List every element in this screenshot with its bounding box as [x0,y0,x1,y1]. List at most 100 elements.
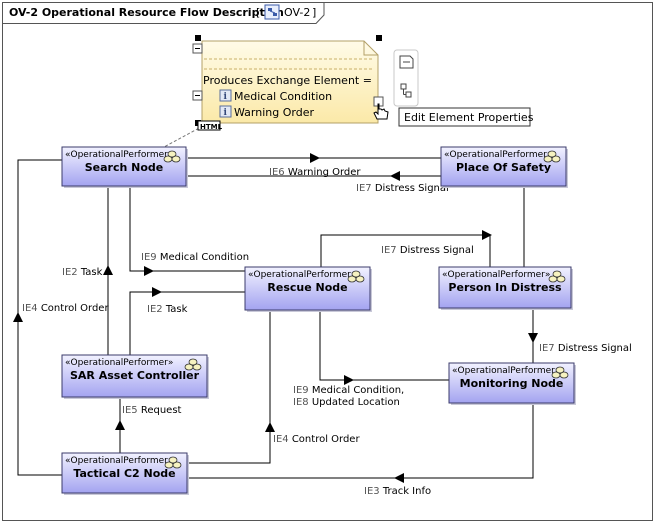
node-box [61,354,208,398]
label-ie6-code: IE6 [269,167,285,178]
arrow-ie5 [115,420,125,430]
label-ie4-rescue[interactable]: IE4 Control Order [273,434,360,445]
tooltip-text: Edit Element Properties [404,111,534,124]
diagram-title-tab [2,2,325,24]
operational-nodes: «OperationalPerformer»Search Node«Operat… [61,146,576,495]
flow-line-ie2-rescue[interactable] [129,291,245,355]
flow-line-ie4-rescue[interactable] [186,310,271,464]
flow-labels: IE6 Warning Order IE7 Distress Signal IE… [22,167,632,497]
arrow-ie6 [310,153,320,163]
label-ie3[interactable]: IE3 Track Info [364,486,431,497]
label-ie2-search-text: Task [80,267,103,278]
node-stereotype: «OperationalPerformer» [65,456,173,466]
ov2-diagram-icon [264,4,280,20]
label-ie4-search[interactable]: IE4 Control Order [22,303,109,314]
arrow-ie4-search [13,312,23,322]
node-box [61,146,187,187]
selection-handle-top-right[interactable] [376,35,382,41]
node-stereotype: «OperationalPerformer» [65,358,173,368]
label-ie3-code: IE3 [364,486,380,497]
hierarchy-icon[interactable] [400,83,412,98]
edit-properties-tooltip: Edit Element Properties [398,107,534,127]
operational-performer-icon [347,270,365,283]
node-box [61,452,188,494]
tactical-c2-node[interactable]: «OperationalPerformer»Tactical C2 Node [61,452,189,495]
label-ie9[interactable]: IE9 Medical Condition [141,252,249,263]
label-ie7-bottom-code: IE7 [539,343,555,354]
label-ie9-text: Medical Condition [160,252,249,263]
label-ie7-mid[interactable]: IE7 Distress Signal [381,245,474,256]
flow-line-ie9[interactable] [129,186,245,272]
label-ie9-code: IE9 [141,252,157,263]
label-ie5[interactable]: IE5 Request [122,405,182,416]
monitoring-node[interactable]: «OperationalPerformer»Monitoring Node [448,362,576,405]
operational-performer-icon [543,150,561,163]
svg-text:i: i [224,92,228,102]
exchange-note[interactable]: Produces Exchange Element = i Medical Co… [192,35,384,131]
label-ie6-text: Warning Order [288,167,362,178]
node-box [244,266,371,311]
label-ie8-text: Updated Location [312,397,400,408]
diagram-title: OV-2 Operational Resource Flow Descripti… [9,6,284,19]
label-ie2-rescue[interactable]: IE2 Task [147,304,188,315]
smart-manipulator-toolbar [393,49,419,107]
arrow-ie7-top [390,171,400,181]
label-ie8-code: IE8 [293,397,309,408]
arrow-ie9 [144,266,154,276]
label-ie9-code2: IE9 [293,385,309,396]
selection-handle-top-left[interactable] [195,35,201,41]
label-ie2-rescue-code: IE2 [147,304,163,315]
note-item-warning: Warning Order [234,106,314,119]
node-box [438,266,572,309]
svg-text:i: i [224,108,228,118]
note-item-icon: i [219,89,232,102]
flow-line-ie7-mid[interactable] [320,234,491,267]
label-ie7-bottom[interactable]: IE7 Distress Signal [539,343,632,354]
node-stereotype: «OperationalPerformer» [442,270,550,280]
search-node[interactable]: «OperationalPerformer»Search Node [61,146,188,188]
label-ie7-mid-code: IE7 [381,245,397,256]
arrow-ie3 [394,473,404,483]
arrow-ie9-ie8 [344,375,354,385]
label-ie7-top-code: IE7 [356,183,372,194]
arrow-ie2-rescue [152,287,162,297]
arrow-ie4-rescue [265,422,275,432]
operational-performer-icon [164,456,182,469]
rescue-node[interactable]: «OperationalPerformer»Rescue Node [244,266,372,312]
html-badge-text: HTML [200,123,223,131]
note-item-medical: Medical Condition [234,90,332,103]
label-ie7-bottom-text: Distress Signal [558,343,632,354]
label-ie2-search[interactable]: IE2 Task [62,267,103,278]
node-name: Place Of Safety [456,161,551,174]
label-ie9-ie8-line2[interactable]: IE8 Updated Location [293,397,400,408]
title-bracket-close: ] [312,6,316,19]
label-ie4-rescue-code: IE4 [273,434,289,445]
flow-arrowheads [13,153,538,483]
label-ie7-top-text: Distress Signal [375,183,449,194]
add-note-icon[interactable] [399,55,414,69]
label-ie7-top[interactable]: IE7 Distress Signal [356,183,449,194]
diagram-tab-label: OV-2 [284,6,310,19]
node-box [448,362,575,404]
title-bracket-open: [ [256,6,260,19]
node-name: Tactical C2 Node [73,467,175,480]
hand-cursor-icon [373,103,389,120]
place-of-safety-node[interactable]: «OperationalPerformer»Place Of Safety [440,146,568,188]
arrow-ie2-search [103,265,113,275]
person-in-distress-node[interactable]: «OperationalPerformer»Person In Distress [438,266,573,310]
label-ie5-text: Request [141,405,182,416]
html-badge [197,120,221,131]
node-stereotype: «OperationalPerformer» [65,150,173,160]
node-stereotype: «OperationalPerformer» [444,150,552,160]
node-name: Person In Distress [448,281,562,294]
flow-line-ie9-ie8[interactable] [319,310,449,381]
label-ie6[interactable]: IE6 Warning Order [269,167,361,178]
label-ie9-ie8-line1[interactable]: IE9 Medical Condition, [293,385,404,396]
sar-asset-controller-node[interactable]: «OperationalPerformer»SAR Asset Controll… [61,354,209,399]
note-item-icon: i [219,105,232,118]
flow-line-ie3[interactable] [186,403,534,479]
node-box [440,146,567,187]
node-stereotype: «OperationalPerformer» [452,366,560,376]
operational-performer-icon [184,358,202,371]
